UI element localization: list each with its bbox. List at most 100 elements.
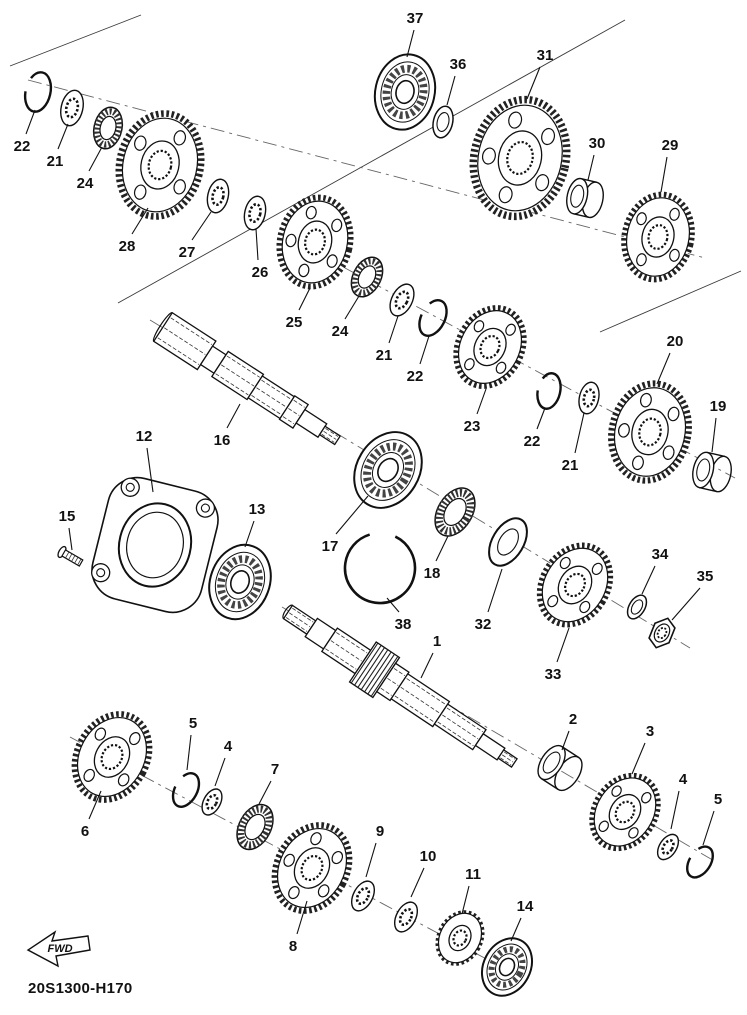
dog-gear-6 [71, 711, 153, 803]
callout-leader-31 [526, 66, 541, 100]
callout-leader-10 [410, 867, 425, 898]
callout-leader-27 [191, 211, 212, 241]
callout-label-7: 7 [271, 761, 279, 778]
splined-washer [350, 880, 376, 912]
callout-leader-25 [298, 287, 311, 311]
input-shaft-16 [152, 311, 342, 446]
gear-31 [469, 95, 571, 221]
callout-label-11: 11 [465, 866, 481, 883]
callout-label-30: 30 [589, 135, 606, 152]
callout-leader-35 [671, 587, 701, 621]
callout-leader-36 [446, 75, 456, 106]
gear-11 [435, 910, 485, 966]
callout-label-36: 36 [450, 56, 467, 73]
callout-label-22: 22 [524, 433, 541, 450]
large-circlip [343, 531, 417, 605]
ball-bearing [373, 53, 437, 131]
callout-leader-34 [641, 565, 656, 595]
callout-label-21: 21 [47, 153, 64, 170]
callout-label-12: 12 [136, 428, 153, 445]
callout-label-18: 18 [424, 565, 441, 582]
fwd-label: FWD [47, 943, 72, 955]
frame-line [599, 270, 742, 333]
splined-washer [243, 195, 267, 231]
circlip [685, 845, 715, 879]
splined-washer [389, 283, 415, 317]
callout-leader-18 [435, 535, 449, 562]
ball-bearing [480, 937, 534, 997]
gear-20 [608, 380, 692, 484]
callout-leader-11 [461, 885, 470, 915]
callout-leader-21 [574, 412, 585, 454]
callout-leader-21 [388, 315, 399, 344]
needle-bearing [350, 256, 384, 298]
callout-leader-4 [670, 790, 680, 830]
bolt [57, 545, 84, 567]
callout-label-32: 32 [475, 616, 492, 633]
washer-34 [626, 594, 648, 620]
callout-leader-26 [255, 228, 259, 261]
document-code: 20S1300-H170 [28, 980, 133, 997]
callout-leader-9 [365, 842, 377, 878]
callout-label-35: 35 [697, 568, 714, 585]
callout-leader-3 [631, 742, 646, 775]
output-shaft-1 [282, 604, 518, 768]
callout-leader-22 [536, 407, 546, 430]
circlip [23, 71, 53, 113]
needle-bearing [434, 487, 476, 537]
callout-label-23: 23 [464, 418, 481, 435]
axis-line-top [27, 79, 706, 259]
callout-label-5: 5 [189, 715, 197, 732]
callout-leader-20 [656, 352, 671, 385]
callout-leader-24 [88, 146, 103, 172]
parts-layer [23, 53, 732, 997]
circlip [171, 772, 201, 808]
spacer-32 [488, 517, 528, 567]
callout-label-6: 6 [81, 823, 89, 840]
callout-leader-16 [226, 403, 241, 429]
callout-label-21: 21 [562, 457, 579, 474]
callout-leader-22 [419, 335, 430, 365]
callout-leader-1 [420, 652, 434, 679]
callout-leader-23 [476, 388, 487, 415]
callout-leader-30 [587, 154, 595, 181]
callout-leader-5 [186, 734, 192, 771]
splined-washer [578, 381, 600, 415]
circlip [418, 299, 448, 337]
callout-leader-38 [386, 597, 400, 613]
frame-lines [9, 14, 742, 333]
callout-leader-7 [258, 780, 272, 805]
callout-label-38: 38 [395, 616, 412, 633]
needle-bearing [92, 106, 124, 150]
callout-leader-19 [711, 417, 717, 453]
callout-label-5: 5 [714, 791, 722, 808]
callout-label-29: 29 [662, 137, 679, 154]
callout-label-4: 4 [224, 738, 233, 755]
callout-leader-2 [561, 730, 570, 751]
callout-leader-28 [131, 207, 149, 235]
callout-label-15: 15 [59, 508, 76, 525]
callout-label-24: 24 [77, 175, 94, 192]
callout-label-26: 26 [252, 264, 269, 281]
callout-label-33: 33 [545, 666, 562, 683]
callout-leader-14 [510, 917, 522, 942]
bushing [566, 177, 604, 219]
bushing [537, 744, 583, 792]
callout-label-13: 13 [249, 501, 266, 518]
nut [648, 617, 676, 649]
callout-label-27: 27 [179, 244, 196, 261]
callout-leader-6 [88, 790, 102, 820]
callout-label-9: 9 [376, 823, 384, 840]
clutch-hub-gear-29 [621, 191, 695, 283]
ball-bearing [353, 431, 423, 509]
callout-label-25: 25 [286, 314, 303, 331]
callout-label-4: 4 [679, 771, 688, 788]
callout-label-17: 17 [322, 538, 339, 555]
splined-washer [201, 788, 223, 816]
callout-label-19: 19 [710, 398, 727, 415]
callout-label-24: 24 [332, 323, 349, 340]
callout-label-20: 20 [667, 333, 684, 350]
bearing-housing [91, 476, 219, 614]
